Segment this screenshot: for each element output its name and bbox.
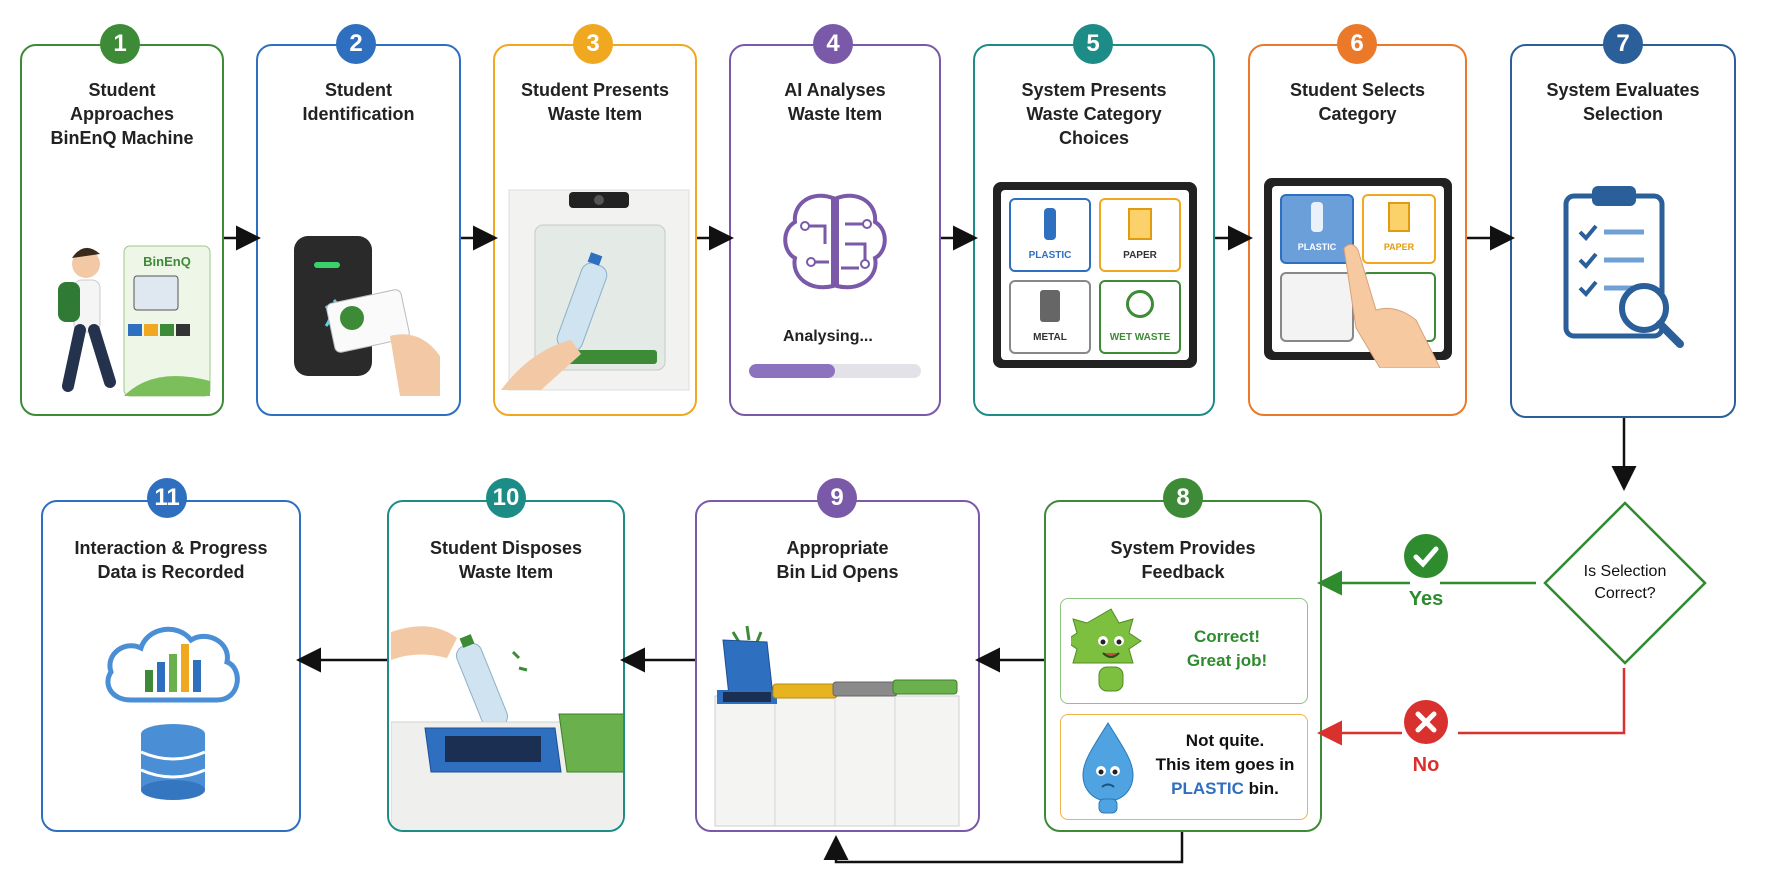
- step-badge-8: 8: [1163, 478, 1203, 518]
- category-option-wet-waste[interactable]: WET WASTE: [1099, 280, 1181, 354]
- selected-category-label: PLASTIC: [1297, 242, 1337, 252]
- step-badge-2: 2: [336, 24, 376, 64]
- cloud-icon: [105, 626, 240, 703]
- student-walking-to-machine-icon: BinEnQ: [58, 245, 211, 397]
- analysis-progress-bar: [749, 364, 921, 378]
- brain-circuit-icon: [783, 193, 887, 290]
- pointing-hand-icon: [1343, 244, 1440, 368]
- step-card-4: AI Analyses Waste Item Analysing...: [729, 44, 941, 416]
- category-label-paper: PAPER: [1383, 242, 1415, 252]
- step-title-5: System Presents Waste Category Choices: [1021, 80, 1167, 148]
- step-title-8: System Provides Feedback: [1110, 538, 1256, 582]
- bottle-into-bin-icon: [391, 626, 623, 830]
- database-icon: [140, 724, 206, 800]
- touch-selection-screen: PLASTIC PAPER: [1264, 178, 1452, 368]
- feedback-incorrect-line3: PLASTIC bin.: [1145, 777, 1305, 801]
- step-badge-4: 4: [813, 24, 853, 64]
- category-label-paper: PAPER: [1123, 250, 1157, 261]
- step-badge-7: 7: [1603, 24, 1643, 64]
- cross-icon: [1404, 700, 1448, 744]
- water-drop-mascot-icon: [1082, 722, 1134, 814]
- decision-question: Is Selection Correct?: [1583, 563, 1667, 602]
- step-badge-1: 1: [100, 24, 140, 64]
- decision-diamond: Is Selection Correct?: [1543, 501, 1707, 665]
- step-card-5: System Presents Waste Category Choices P…: [973, 44, 1215, 416]
- step-title-3: Student Presents Waste Item: [520, 80, 670, 124]
- analysing-text: Analysing...: [783, 328, 873, 345]
- step-title-9: Appropriate Bin Lid Opens: [776, 538, 899, 582]
- no-label: No: [1412, 754, 1440, 776]
- yes-label: Yes: [1408, 588, 1444, 610]
- leaf-icon: [1126, 290, 1154, 318]
- step-badge-9: 9: [817, 478, 857, 518]
- arrow-8-to-9-return: [823, 832, 1184, 864]
- category-option-paper[interactable]: PAPER: [1362, 194, 1436, 264]
- step-title-4: AI Analyses Waste Item: [784, 80, 886, 124]
- step-title-2: Student Identification: [302, 80, 415, 124]
- step-title-1: Student Approaches BinEnQ Machine: [50, 80, 194, 148]
- step-badge-3: 3: [573, 24, 613, 64]
- green-mascot-icon: [1071, 608, 1142, 692]
- step-badge-6: 6: [1337, 24, 1377, 64]
- bottle-icon: [1311, 202, 1323, 232]
- feedback-bin-name: PLASTIC: [1171, 779, 1244, 798]
- step-card-3: Student Presents Waste Item: [493, 44, 697, 416]
- machine-logo: BinEnQ: [143, 254, 191, 269]
- step-card-10: Student Disposes Waste Item: [387, 500, 625, 832]
- step-title-10: Student Disposes Waste Item: [429, 538, 583, 582]
- step-card-6: Student Selects Category PLASTIC PAPER: [1248, 44, 1467, 416]
- feedback-correct-text: Correct! Great job!: [1186, 627, 1268, 670]
- step-card-11: Interaction & Progress Data is Recorded: [41, 500, 301, 832]
- category-screen: PLASTIC PAPER METAL WET WASTE: [993, 182, 1197, 368]
- step-badge-5: 5: [1073, 24, 1113, 64]
- can-icon: [1040, 290, 1060, 322]
- category-option-metal[interactable]: METAL: [1009, 280, 1091, 354]
- step-card-2: Student Identification: [256, 44, 461, 416]
- step-badge-11: 11: [147, 478, 187, 518]
- category-label-wet-waste: WET WASTE: [1109, 332, 1171, 343]
- bins-lid-open-icon: [714, 625, 960, 827]
- step-card-1: Student Approaches BinEnQ Machine BinEnQ: [20, 44, 224, 416]
- category-label-metal: METAL: [1033, 332, 1067, 343]
- feedback-bin-suffix: bin.: [1248, 779, 1279, 798]
- step-title-6: Student Selects Category: [1289, 80, 1426, 124]
- category-option-plastic[interactable]: PLASTIC: [1009, 198, 1091, 272]
- clipboard-magnifier-icon: [1563, 186, 1684, 348]
- feedback-incorrect-line2: This item goes in: [1155, 755, 1295, 774]
- step-card-9: Appropriate Bin Lid Opens: [695, 500, 980, 832]
- step-card-8: System Provides Feedback Correct! Great …: [1044, 500, 1322, 832]
- feedback-incorrect-line1: Not quite.: [1185, 731, 1265, 750]
- feedback-correct-box: Correct! Great job!: [1060, 598, 1308, 704]
- step-title-11: Interaction & Progress Data is Recorded: [74, 538, 268, 582]
- step-card-7: System Evaluates Selection: [1510, 44, 1736, 418]
- step-title-7: System Evaluates Selection: [1546, 80, 1700, 124]
- paper-icon: [1388, 202, 1410, 232]
- selected-category-plastic[interactable]: PLASTIC: [1280, 194, 1354, 264]
- analysis-progress-fill: [749, 364, 835, 378]
- bottle-under-camera-icon: [501, 189, 690, 391]
- id-card-reader-icon: [294, 236, 440, 396]
- category-label-plastic: PLASTIC: [1028, 250, 1072, 261]
- step-badge-10: 10: [486, 478, 526, 518]
- paper-icon: [1128, 208, 1152, 240]
- check-icon: [1404, 534, 1448, 578]
- feedback-incorrect-box: Not quite. This item goes in PLASTIC bin…: [1060, 714, 1308, 820]
- category-option-paper[interactable]: PAPER: [1099, 198, 1181, 272]
- no-arrow: [1322, 668, 1626, 733]
- bottle-icon: [1044, 208, 1056, 240]
